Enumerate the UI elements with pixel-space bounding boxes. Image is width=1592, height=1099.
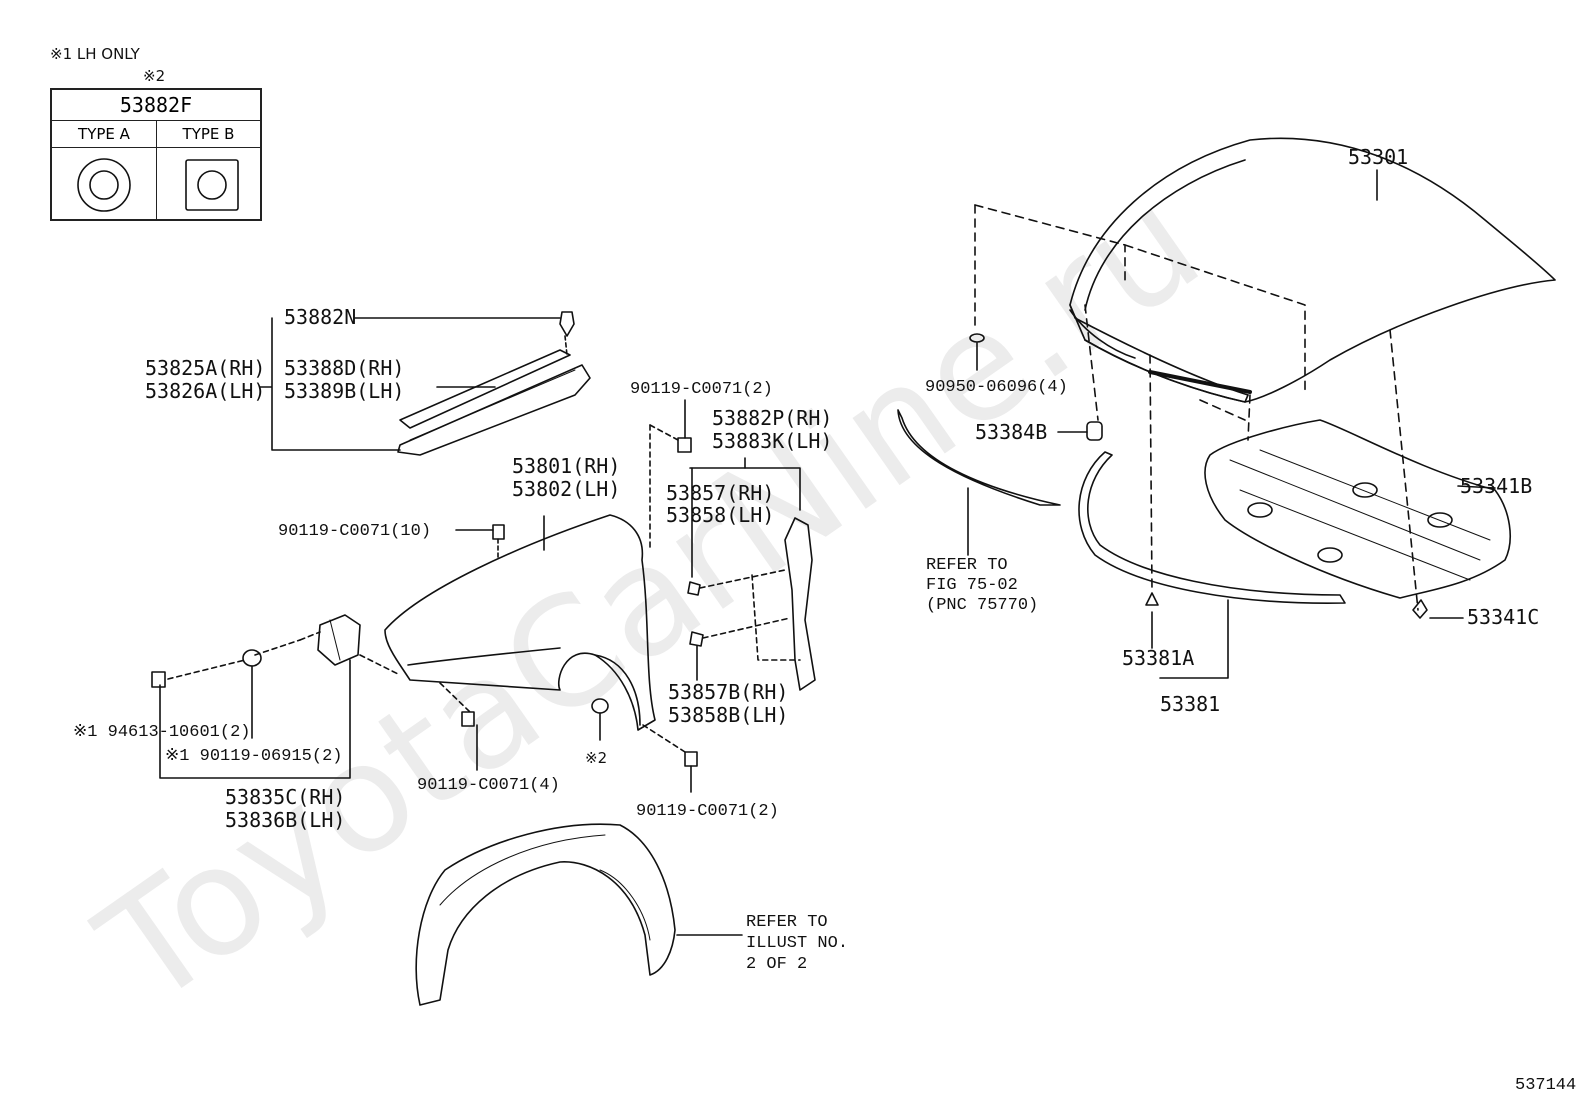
bolt-94613	[151, 639, 301, 688]
label-refer-illust-1: REFER TO	[746, 913, 828, 932]
label-53825A: 53825A(RH)	[145, 356, 266, 380]
label-53388D: 53388D(RH)	[284, 356, 405, 380]
label-90119-4: 90119-C0071(4)	[417, 776, 560, 795]
hood-garnish	[897, 409, 1061, 556]
label-90950: 90950-06096(4)	[925, 378, 1068, 397]
label-90119-10: 90119-C0071(10)	[278, 522, 432, 541]
label-53836B: 53836B(LH)	[225, 808, 346, 832]
table-type-b-cell	[157, 148, 260, 219]
note-lh-only: ※1 LH ONLY	[50, 45, 140, 63]
label-90119-2a: 90119-C0071(2)	[630, 380, 773, 399]
label-53826A: 53826A(LH)	[145, 379, 266, 403]
cowl-seal-53388D	[397, 349, 591, 456]
hood-53301	[1069, 137, 1556, 403]
label-53802: 53802(LH)	[512, 477, 621, 501]
label-53857: 53857(RH)	[666, 481, 775, 505]
label-53857B: 53857B(RH)	[668, 680, 789, 704]
label-refer-fig-1: REFER TO	[926, 556, 1008, 575]
bracket-53882P	[689, 457, 816, 691]
cushion-53384B	[1057, 421, 1103, 441]
clip-53882N	[354, 311, 575, 356]
table-part-number: 53882F	[52, 90, 260, 121]
clip-53857	[687, 569, 801, 661]
bolt-90119-2b	[642, 724, 698, 793]
label-53384B: 53384B	[975, 420, 1048, 444]
label-53858: 53858(LH)	[666, 503, 775, 527]
label-90119-2b: 90119-C0071(2)	[636, 802, 779, 821]
label-53341C: 53341C	[1467, 605, 1540, 629]
bracket-53835C	[159, 614, 401, 779]
label-90119-06915: ※1 90119-06915(2)	[165, 747, 343, 766]
hood-guide-lines	[974, 204, 1419, 611]
clip-53341C	[1412, 599, 1464, 619]
table-type-a-cell	[52, 148, 157, 219]
bolt-90119-10	[455, 524, 505, 561]
label-53801: 53801(RH)	[512, 454, 621, 478]
type-b-ring-icon	[185, 159, 239, 211]
label-53882N: 53882N	[284, 305, 357, 329]
label-refer-illust-3: 2 OF 2	[746, 955, 808, 974]
fender-53801	[384, 514, 656, 731]
washer-90119-06915	[242, 649, 262, 667]
figure-number: 537144	[1515, 1076, 1577, 1095]
bolt-90119-2a	[649, 399, 692, 551]
table-type-b: TYPE B	[157, 121, 260, 148]
label-53381: 53381	[1160, 692, 1221, 716]
bolt-90119-4	[439, 682, 478, 771]
bracket-53825A	[259, 317, 401, 451]
table-type-a: TYPE A	[52, 121, 157, 148]
label-53389B: 53389B(LH)	[284, 379, 405, 403]
label-refer-fig-2: FIG 75-02	[926, 576, 1018, 595]
label-53883K: 53883K(LH)	[712, 429, 833, 453]
label-mark2: ※2	[585, 749, 608, 767]
washer-mark2	[591, 698, 609, 714]
hood-insulator-53341B	[1204, 419, 1511, 599]
clip-53857B	[689, 617, 791, 681]
fender-liner	[415, 823, 743, 1006]
label-53882P: 53882P(RH)	[712, 406, 833, 430]
type-a-ring-icon	[77, 158, 131, 212]
seal-53381	[1078, 451, 1346, 679]
label-refer-illust-2: ILLUST NO.	[746, 934, 849, 953]
label-53858B: 53858B(LH)	[668, 703, 789, 727]
label-53381A: 53381A	[1122, 646, 1195, 670]
label-refer-fig-3: (PNC 75770)	[926, 596, 1039, 615]
label-53835C: 53835C(RH)	[225, 785, 346, 809]
label-53341B: 53341B	[1460, 474, 1533, 498]
label-94613: ※1 94613-10601(2)	[73, 723, 251, 742]
type-table: 53882F TYPE A TYPE B	[50, 88, 262, 221]
table-mark: ※2	[143, 67, 166, 85]
label-53301: 53301	[1348, 145, 1409, 169]
hood-cushion-90950	[969, 333, 985, 343]
